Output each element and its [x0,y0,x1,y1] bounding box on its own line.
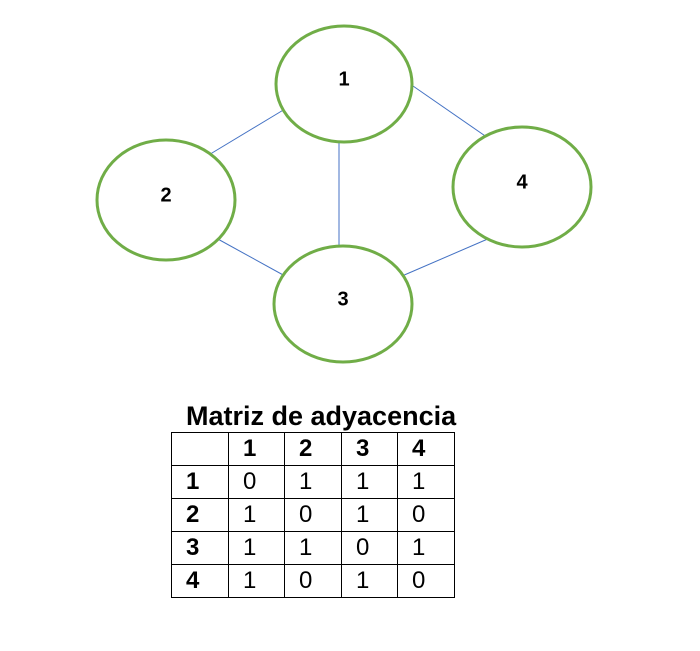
matrix-row-header: 4 [171,564,229,598]
node-circle [95,138,237,262]
matrix-cell: 1 [228,564,285,598]
node-label: 2 [160,184,171,206]
matrix-cell: 0 [397,564,455,598]
edge-1-2 [206,108,286,157]
matrix-cell: 1 [341,498,398,532]
matrix-cell: 0 [284,564,342,598]
matrix-row: 4 1 0 1 0 [171,564,455,598]
matrix-corner-cell [171,432,229,466]
matrix-cell: 0 [228,465,285,499]
matrix-row: 1 0 1 1 1 [171,465,455,499]
matrix-col-header: 1 [228,432,285,466]
matrix-cell: 0 [341,531,398,565]
matrix-cell: 1 [284,465,342,499]
matrix-cell: 1 [284,531,342,565]
node-circle [272,244,414,364]
node-2: 2 [95,138,237,262]
matrix-col-header: 4 [397,432,455,466]
node-4: 4 [451,125,593,249]
edge-1-4 [412,85,492,141]
node-circle [451,125,593,249]
graph-edges [206,85,492,277]
matrix-cell: 1 [397,531,455,565]
matrix-cell: 1 [397,465,455,499]
node-circle [274,24,414,144]
adjacency-matrix: 1 2 3 4 1 0 1 1 1 2 1 0 1 0 3 1 1 0 1 4 [171,432,455,598]
matrix-header-row: 1 2 3 4 [171,432,455,466]
node-3: 3 [272,244,414,364]
matrix-row-header: 1 [171,465,229,499]
matrix-title: Matriz de adyacencia [186,401,457,431]
matrix-cell: 1 [228,531,285,565]
matrix-col-header: 3 [341,432,398,466]
matrix-col-header: 2 [284,432,342,466]
graph-diagram: 1 2 3 4 [95,24,593,364]
matrix-row-header: 3 [171,531,229,565]
node-label: 4 [516,171,528,193]
matrix-cell: 1 [341,564,398,598]
matrix-cell: 1 [228,498,285,532]
edge-2-3 [215,237,286,277]
node-label: 1 [338,68,349,90]
matrix-row-header: 2 [171,498,229,532]
node-label: 3 [337,288,348,310]
matrix-cell: 0 [397,498,455,532]
matrix-cell: 0 [284,498,342,532]
graph-nodes: 1 2 3 4 [95,24,593,364]
matrix-row: 3 1 1 0 1 [171,531,455,565]
matrix-row: 2 1 0 1 0 [171,498,455,532]
edge-3-4 [401,237,491,277]
node-1: 1 [274,24,414,144]
matrix-cell: 1 [341,465,398,499]
